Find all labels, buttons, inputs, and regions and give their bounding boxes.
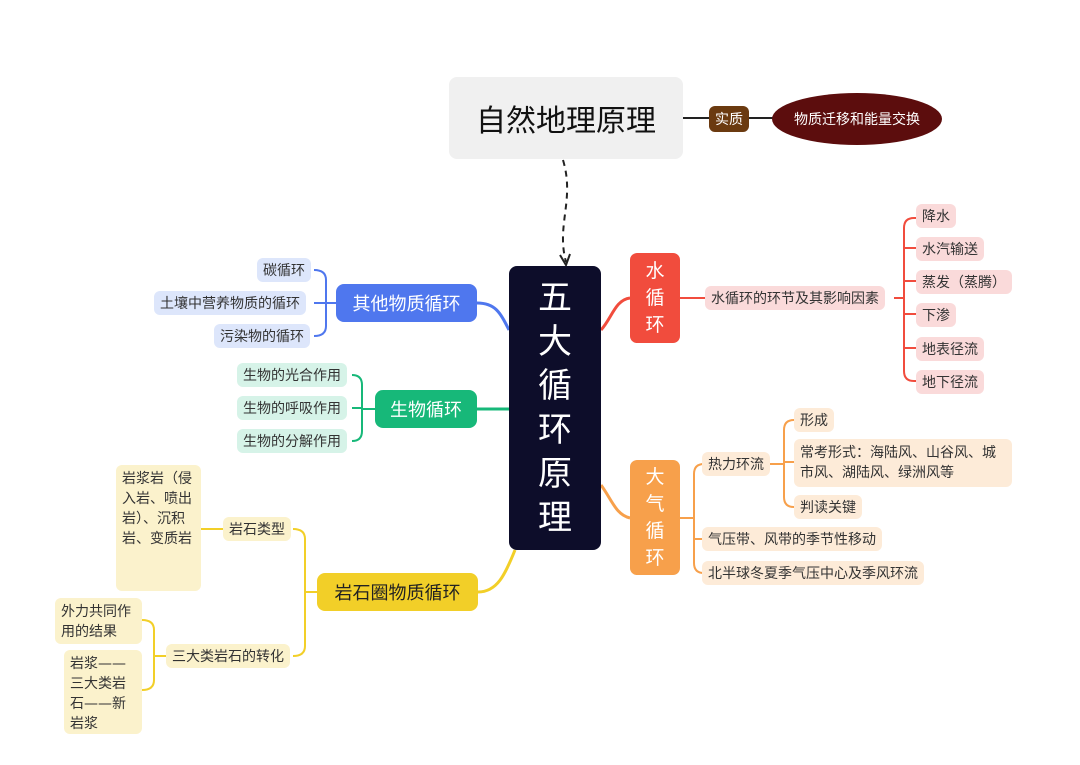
thermal-bracket (783, 419, 795, 508)
air-bracket (693, 463, 705, 574)
water-char: 循 (645, 286, 665, 309)
center-char: 循 (538, 366, 572, 406)
water-item[interactable]: 地表径流 (916, 337, 984, 361)
water-sub-node[interactable]: 水循环的环节及其影响因素 (705, 286, 885, 310)
bio-item[interactable]: 生物的分解作用 (237, 429, 347, 453)
link-center-water (599, 296, 631, 332)
link-center-rock (477, 549, 517, 594)
center-node[interactable]: 五 大 循 环 原 理 (509, 266, 601, 550)
link-center-other (476, 301, 511, 331)
water-bracket (903, 217, 915, 382)
water-char: 水 (645, 259, 665, 282)
center-char: 环 (538, 410, 572, 450)
bio-item[interactable]: 生物的呼吸作用 (237, 396, 347, 420)
air-char: 大 (645, 465, 665, 488)
monsoon-node[interactable]: 北半球冬夏季气压中心及季风环流 (702, 561, 924, 585)
dashed-arrow-head (559, 253, 571, 268)
air-cycle-node[interactable]: 大 气 循 环 (630, 460, 680, 575)
rock-transform-item[interactable]: 外力共同作用的结果 (55, 598, 142, 644)
other-item[interactable]: 碳循环 (257, 258, 311, 282)
water-item[interactable]: 地下径流 (916, 370, 984, 394)
essence-tag[interactable]: 实质 (709, 106, 749, 132)
bio-item[interactable]: 生物的光合作用 (237, 363, 347, 387)
air-char: 环 (645, 546, 665, 569)
rock-transform-node[interactable]: 三大类岩石的转化 (166, 644, 290, 668)
center-char: 大 (538, 322, 572, 362)
thermal-item[interactable]: 形成 (794, 408, 834, 432)
center-char: 理 (538, 498, 572, 538)
bio-cycle-node[interactable]: 生物循环 (375, 390, 477, 428)
other-cycle-node[interactable]: 其他物质循环 (336, 284, 477, 322)
water-item[interactable]: 下渗 (916, 303, 956, 327)
thermal-circulation-node[interactable]: 热力环流 (702, 452, 770, 476)
other-item[interactable]: 污染物的循环 (214, 324, 310, 348)
rock-cycle-node[interactable]: 岩石圈物质循环 (317, 573, 478, 611)
air-char: 气 (645, 492, 665, 515)
water-item[interactable]: 蒸发（蒸腾） (916, 270, 1012, 294)
center-char: 原 (538, 454, 572, 494)
water-char: 环 (645, 313, 665, 336)
center-char: 五 (538, 278, 572, 318)
essence-ellipse[interactable]: 物质迁移和能量交换 (772, 93, 942, 145)
thermal-item[interactable]: 常考形式：海陆风、山谷风、城市风、湖陆风、绿洲风等 (794, 439, 1012, 487)
rock-bracket (292, 528, 306, 657)
pressure-belt-node[interactable]: 气压带、风带的季节性移动 (702, 527, 882, 551)
water-item[interactable]: 降水 (916, 204, 956, 228)
rock-types-node[interactable]: 岩石类型 (223, 517, 291, 541)
water-bracket-ticks (904, 247, 916, 349)
rock-types-detail[interactable]: 岩浆岩（侵入岩、喷出岩）、沉积岩、变质岩 (116, 465, 201, 591)
trans-bracket (141, 619, 155, 691)
root-title[interactable]: 自然地理原理 (449, 77, 683, 159)
air-char: 循 (645, 519, 665, 542)
dashed-link-top-center (562, 159, 569, 263)
water-item[interactable]: 水汽输送 (916, 237, 984, 261)
thermal-item[interactable]: 判读关键 (794, 495, 862, 519)
water-cycle-node[interactable]: 水 循 环 (630, 253, 680, 343)
link-center-air (599, 484, 631, 520)
other-item[interactable]: 土壤中营养物质的循环 (154, 291, 306, 315)
rock-transform-item[interactable]: 岩浆——三大类岩石——新岩浆 (64, 650, 142, 734)
